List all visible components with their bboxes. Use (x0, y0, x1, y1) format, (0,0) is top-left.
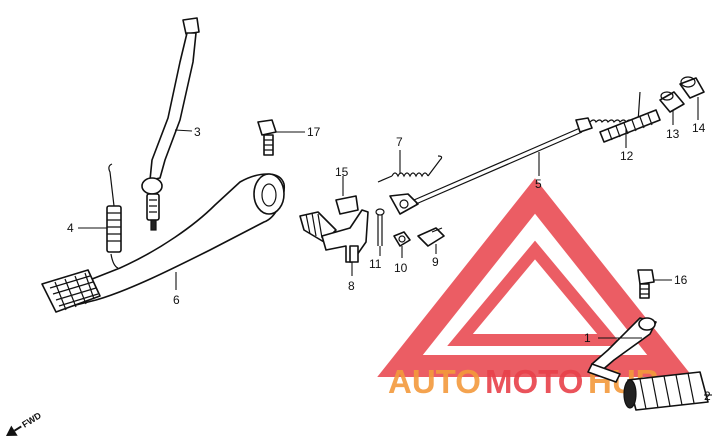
callout-5: 5 (535, 177, 542, 191)
part-cotter-pin (375, 208, 385, 246)
part-bolt-16 (637, 269, 655, 299)
part-brake-pedal (41, 173, 286, 313)
callout-9: 9 (432, 255, 439, 269)
callout-7: 7 (396, 135, 403, 149)
callout-6: 6 (173, 293, 180, 307)
part-collar (659, 91, 685, 113)
part-step-bar (587, 317, 657, 383)
callout-15: 15 (335, 165, 349, 179)
watermark-logo (377, 178, 693, 377)
part-spring-12 (599, 109, 661, 143)
callout-14: 14 (692, 121, 706, 135)
callout-10: 10 (394, 261, 408, 275)
callout-3: 3 (194, 125, 201, 139)
callout-13: 13 (666, 127, 680, 141)
fwd-direction-marker: FWD (6, 410, 43, 436)
part-pivot-arm (299, 209, 369, 263)
watermark-moto: MOTO (485, 363, 583, 400)
part-nut-10 (393, 231, 411, 247)
callout-17: 17 (307, 125, 321, 139)
callout-11: 11 (369, 257, 382, 271)
part-15 (335, 195, 359, 215)
part-joint (417, 227, 445, 247)
watermark-auto: AUTO (388, 363, 481, 400)
part-shift-rod (141, 17, 200, 231)
callout-1: 1 (584, 331, 591, 345)
part-bolt-17 (257, 119, 277, 156)
leader-lines (78, 97, 712, 396)
callout-12: 12 (620, 149, 634, 163)
callout-2: 2 (704, 389, 711, 403)
part-footpeg-rubber (623, 371, 709, 411)
part-return-spring (377, 155, 443, 183)
part-brake-rod (389, 91, 641, 215)
callout-8: 8 (348, 279, 355, 293)
part-nut-14 (679, 76, 705, 99)
fwd-label: FWD (20, 410, 43, 430)
fwd-arrow-icon (6, 425, 18, 436)
part-spring-bolt (106, 163, 122, 269)
callout-16: 16 (674, 273, 688, 287)
callout-4: 4 (67, 221, 74, 235)
